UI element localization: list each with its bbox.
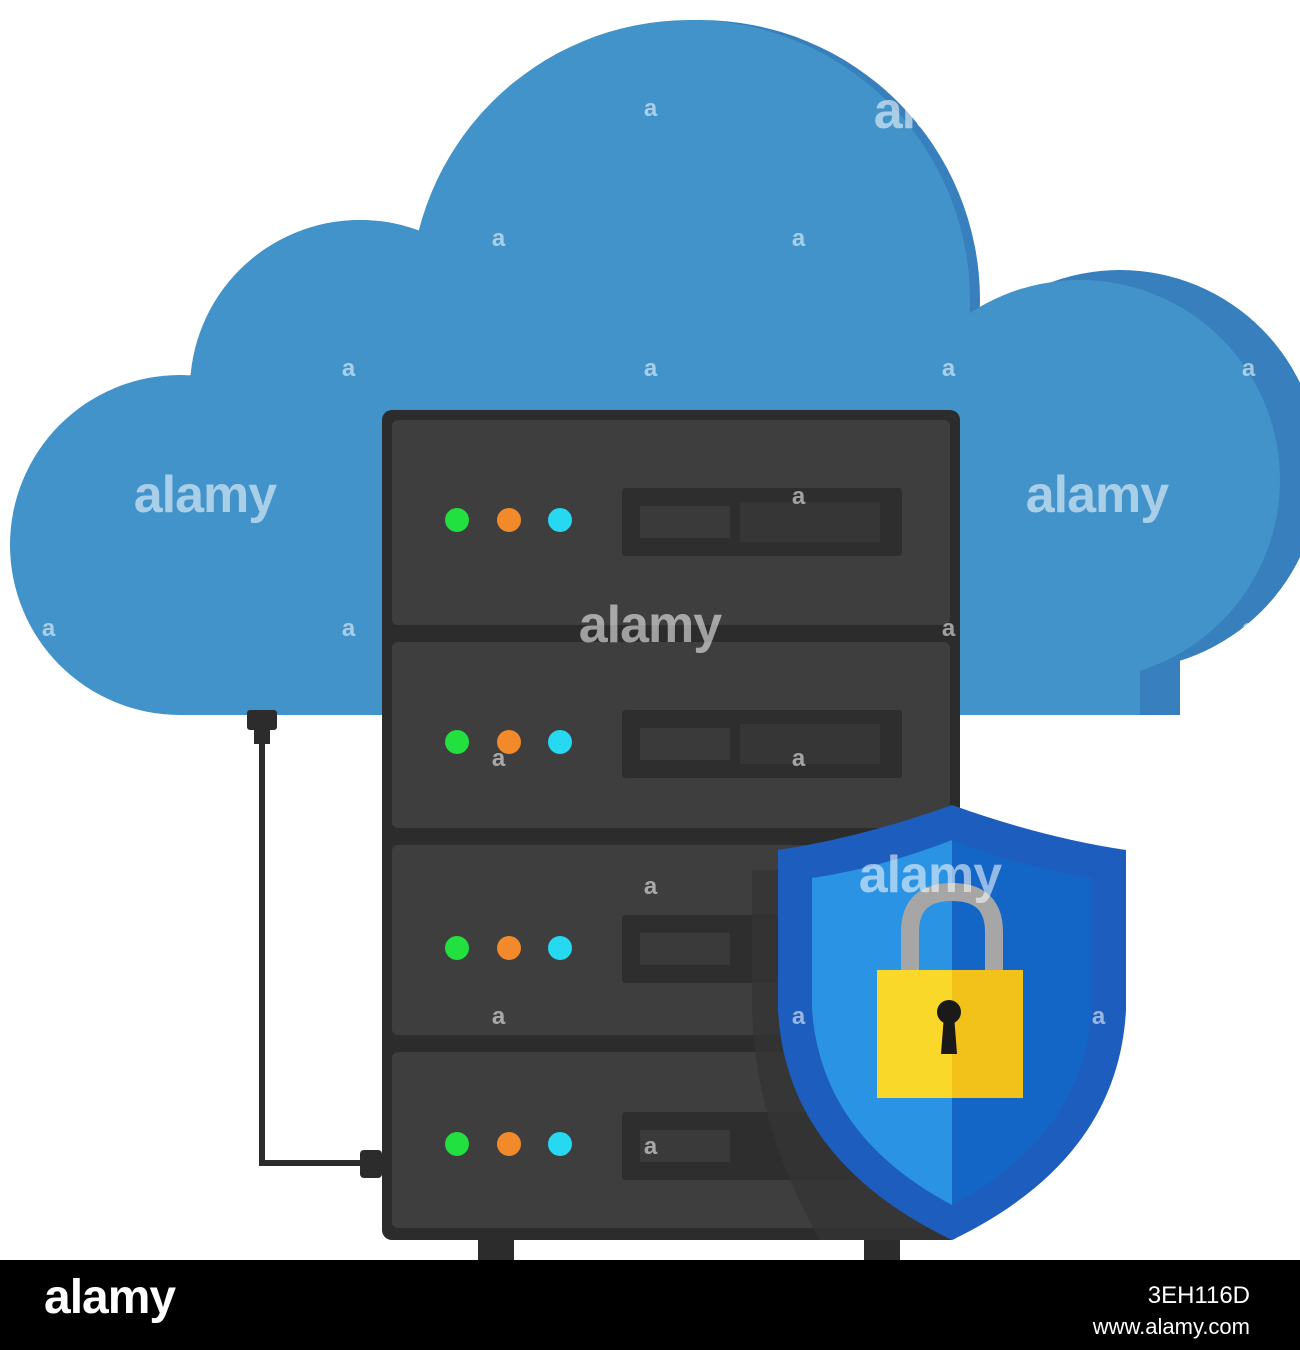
cloud-server-security-illustration: alamy alamy alamy alamy alamy a a a a a … — [10, 20, 1300, 1260]
watermark-mark: a — [342, 355, 356, 382]
watermark-footer-bar: alamy 3EH116D www.alamy.com — [0, 1260, 1300, 1350]
watermark-mark: a — [644, 873, 658, 900]
watermark-mark: a — [1242, 615, 1256, 642]
watermark-text: alamy — [579, 596, 723, 654]
watermark-mark: a — [644, 355, 658, 382]
watermark-mark: a — [492, 225, 506, 252]
watermark-mark: a — [792, 1003, 806, 1030]
watermark-mark: a — [1092, 1003, 1106, 1030]
watermark-mark: a — [792, 745, 806, 772]
alamy-logo: alamy — [44, 1271, 176, 1324]
site-url-label: www.alamy.com — [1092, 1314, 1250, 1339]
watermark-mark: a — [42, 615, 56, 642]
watermark-text: alamy — [134, 466, 278, 524]
watermark-text: alamy — [859, 846, 1003, 904]
watermark-mark: a — [644, 1133, 658, 1160]
watermark-mark: a — [792, 483, 806, 510]
watermark-text: alamy — [874, 82, 1018, 140]
watermark-layer: alamy alamy alamy alamy alamy a a a a a … — [42, 82, 1257, 1160]
watermark-mark: a — [342, 615, 356, 642]
watermark-mark: a — [1242, 355, 1256, 382]
image-id-label: 3EH116D — [1147, 1282, 1250, 1309]
server-unit-2 — [392, 642, 950, 828]
watermark-mark: a — [492, 745, 506, 772]
cable-icon — [247, 710, 382, 1178]
watermark-mark: a — [644, 95, 658, 122]
watermark-text: alamy — [1026, 466, 1170, 524]
padlock-icon — [877, 882, 1023, 1098]
watermark-mark: a — [942, 355, 956, 382]
server-unit-1 — [392, 420, 950, 625]
watermark-mark: a — [492, 1003, 506, 1030]
watermark-mark: a — [792, 225, 806, 252]
watermark-mark: a — [942, 615, 956, 642]
